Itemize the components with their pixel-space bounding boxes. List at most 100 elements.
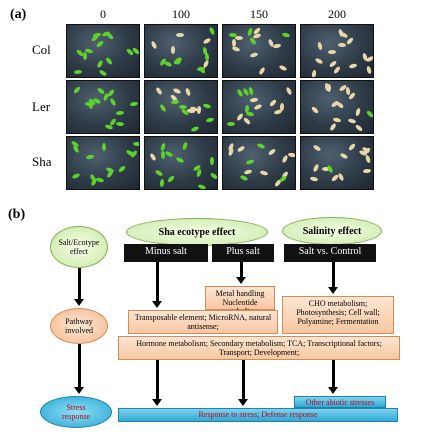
seedling-mark [354, 123, 363, 133]
salt-ecotype-effect-node: Salt/Ecotype effect [50, 226, 108, 268]
arrow-to-response-2 [238, 360, 248, 406]
seedling-mark [71, 172, 81, 180]
row-header-ler: Ler [32, 99, 51, 114]
arrow-down-1 [74, 268, 84, 306]
arrow-to-other-abiotic [328, 360, 338, 394]
salt-vs-control-box: Salt vs. Control [284, 244, 376, 262]
salinity-effect-cloud: Salinity effect [282, 217, 382, 245]
seedling-mark [312, 163, 320, 173]
minus-salt-box: Minus salt [124, 244, 208, 262]
seedling-mark [96, 86, 105, 95]
seedling-mark [256, 142, 266, 150]
row-header-col: Col [32, 42, 51, 57]
seedling-mark [249, 51, 259, 58]
stress-response-text: Stress response [62, 403, 90, 421]
seedling-mark [314, 57, 324, 65]
seedling-mark [227, 121, 236, 127]
plus-salt-box: Plus salt [212, 244, 274, 262]
seedling-mark [326, 164, 335, 173]
seedling-mark [327, 49, 336, 54]
seedling-mark [132, 141, 139, 146]
seedling-mark [242, 117, 251, 126]
seedling-mark [179, 105, 188, 110]
seedling-mark [190, 125, 200, 133]
seedling-mark [208, 26, 216, 36]
seedling-mark [210, 156, 215, 165]
seedling-mark [105, 56, 114, 65]
seedling-mark [281, 31, 290, 38]
seedling-mark [149, 152, 157, 162]
seedling-mark [245, 158, 255, 166]
seedling-mark [267, 147, 276, 156]
salinity-effect-text: Salinity effect [302, 225, 362, 237]
sha-ecotype-effect-text: Sha ecotype effect [158, 226, 236, 238]
seedling-mark [202, 103, 211, 110]
seedling-mark [209, 172, 217, 181]
stress-response-node: Stress response [40, 396, 112, 428]
seedling-mark [202, 37, 212, 45]
seedling-mark [72, 85, 81, 94]
seedling-photo-tile [144, 24, 218, 78]
seedling-mark [155, 86, 164, 96]
panel-b-label: (b) [8, 207, 26, 222]
seedling-photo-tile [222, 136, 296, 190]
seedling-mark [259, 169, 269, 176]
arrow-salt-vs-control [328, 262, 338, 294]
panel-a-label: (a) [10, 7, 27, 22]
seedling-mark [249, 97, 259, 103]
seedling-mark [86, 153, 95, 160]
seedling-mark [98, 69, 107, 77]
seedling-mark [252, 33, 262, 40]
seedling-mark [227, 147, 235, 157]
seedling-mark [129, 101, 139, 107]
seedling-mark [96, 39, 105, 48]
pathway-involved-node: Pathway involved [50, 308, 108, 344]
seedling-mark [204, 52, 210, 62]
row-header-sha: Sha [32, 154, 52, 169]
seedling-mark [312, 144, 322, 152]
seedling-mark [158, 103, 167, 113]
seedling-mark [164, 149, 173, 158]
seedling-photo-tile [66, 24, 140, 78]
arrow-down-2 [74, 344, 84, 394]
seedling-mark [92, 31, 102, 38]
seedling-mark [310, 105, 319, 115]
seedling-mark [278, 64, 287, 72]
pathway-involved-text: Pathway involved [65, 317, 93, 335]
response-to-stress-bar: Response to stress; Defense response [118, 408, 398, 422]
seedling-mark [355, 107, 362, 117]
seedling-mark [176, 32, 185, 38]
seedling-photo-tile [300, 24, 374, 78]
seedling-photo-tile [300, 136, 374, 190]
seedling-mark [239, 174, 249, 182]
seedling-mark [184, 87, 192, 97]
seedling-mark [197, 183, 207, 189]
seedling-photo-tile [222, 24, 296, 78]
seedling-mark [332, 65, 341, 75]
column-header-100: 100 [172, 7, 190, 21]
transposable-element-box: Transposable element; MicroRNA, natural … [128, 310, 278, 334]
seedling-mark [235, 112, 244, 122]
seedling-mark [196, 168, 203, 178]
arrow-to-response-1 [152, 360, 162, 406]
arrow-plus-salt [236, 262, 246, 284]
seedling-mark [159, 178, 165, 188]
seedling-mark [309, 176, 319, 183]
seedling-mark [362, 168, 371, 174]
seedling-mark [268, 98, 277, 108]
seedling-mark [155, 169, 164, 178]
seedling-mark [170, 99, 179, 105]
seedling-mark [347, 142, 357, 152]
seedling-photo-tile [66, 80, 140, 134]
seedling-mark [73, 69, 83, 75]
metal-nucleotide-box: Metal handling Nucleotide metabolism [205, 286, 275, 316]
seedling-mark [287, 151, 295, 158]
seedling-mark [109, 97, 117, 107]
seedling-mark [345, 36, 354, 46]
seedling-photo-tile [300, 80, 374, 134]
seedling-mark [348, 117, 357, 124]
seedling-mark [172, 87, 182, 95]
seedling-mark [365, 110, 373, 119]
column-header-200: 200 [328, 7, 346, 21]
sha-ecotype-effect-cloud: Sha ecotype effect [126, 218, 268, 246]
